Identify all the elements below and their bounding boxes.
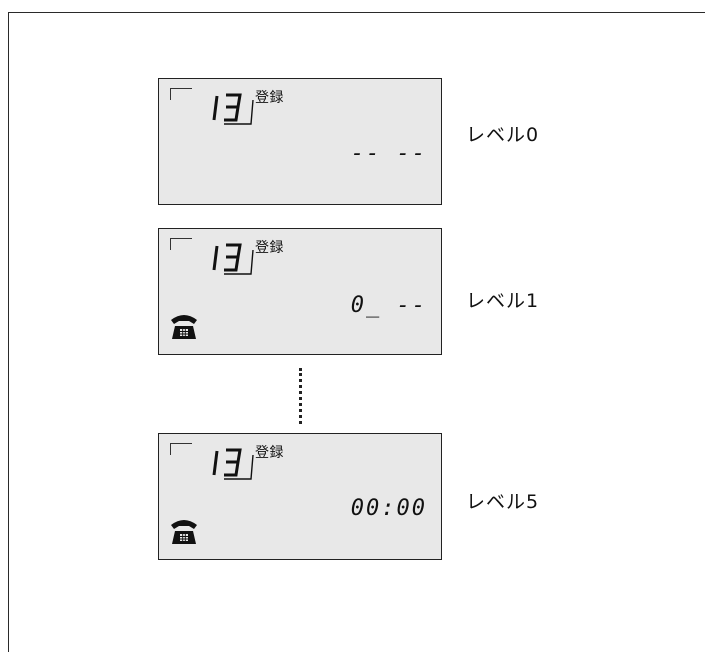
level-label-5: レベル5	[466, 491, 540, 513]
telephone-icon	[171, 315, 197, 339]
telephone-icon	[171, 520, 197, 544]
corner-bracket-icon	[170, 443, 192, 455]
corner-bracket-icon	[170, 88, 192, 100]
lcd-panel-level-1: 登録 0_ --	[158, 228, 442, 355]
lcd-display-value: 00:00	[350, 496, 427, 521]
level-label-1: レベル1	[466, 290, 540, 312]
level-label-0: レベル0	[466, 124, 540, 146]
register-label: 登録	[255, 240, 284, 256]
lcd-panel-level-0: 登録 -- --	[158, 78, 442, 205]
register-label: 登録	[255, 445, 284, 461]
segment-number-13	[212, 93, 254, 125]
outer-frame	[8, 12, 705, 652]
lcd-display-value: -- --	[350, 141, 427, 166]
register-label: 登録	[255, 90, 284, 106]
lcd-display-value: 0_ --	[350, 293, 427, 318]
ellipsis-dotted-line	[299, 368, 302, 424]
corner-bracket-icon	[170, 238, 192, 250]
segment-number-13	[212, 448, 254, 480]
segment-number-13	[212, 243, 254, 275]
lcd-panel-level-5: 登録 00:00	[158, 433, 442, 560]
